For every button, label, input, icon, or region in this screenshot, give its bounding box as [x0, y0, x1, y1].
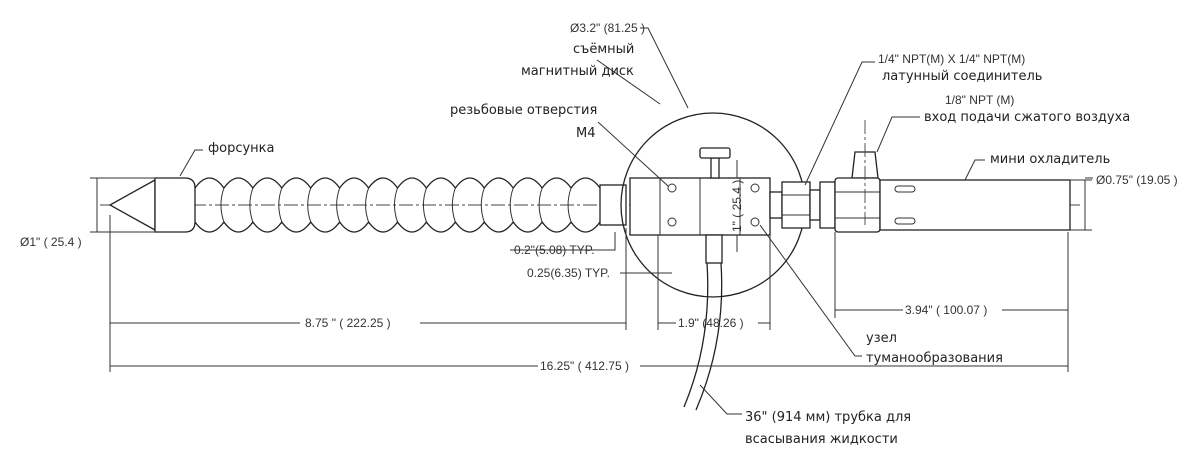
- hose-segment-joint: [451, 187, 456, 223]
- hose-segment-joint: [249, 187, 254, 223]
- hose-segment-joint: [278, 187, 283, 223]
- dimension-lines: [90, 160, 1092, 372]
- label-nozzle: форсунка: [208, 141, 274, 156]
- suction-tube: [683, 234, 723, 411]
- hose-segment-joint: [509, 187, 514, 223]
- dim-hole-offset-2: 0.25(6.35) TYP.: [527, 266, 610, 280]
- label-air-line2: вход подачи сжатого воздуха: [924, 110, 1130, 125]
- dim-cooler-length: 3.94" ( 100.07 ): [905, 303, 987, 317]
- label-tube-line2: всасывания жидкости: [745, 432, 898, 447]
- label-mist-line1: узел: [866, 331, 897, 346]
- label-disk-line1: съёмный: [573, 42, 634, 57]
- label-disk-diameter: Ø3.2" (81.25 ): [570, 21, 645, 35]
- hose-segment-joint: [307, 187, 312, 223]
- hose-segment-joint: [538, 187, 543, 223]
- dim-hose-length: 8.75 " ( 222.25 ): [305, 316, 391, 330]
- label-air-line1: 1/8" NPT (M): [945, 93, 1014, 107]
- dim-overall-length: 16.25" ( 412.75 ): [540, 359, 629, 373]
- mini-cooler: [879, 179, 1071, 231]
- hose-segment-outline: [194, 220, 601, 233]
- label-connector-line2: латунный соединитель: [882, 69, 1042, 84]
- hose-segment-joint: [567, 187, 572, 223]
- dim-cooler-diameter: Ø0.75" (19.05 ): [1096, 173, 1178, 187]
- hose-segment-joint: [365, 187, 370, 223]
- hose-segment-joint: [394, 187, 398, 223]
- hose-segment-joint: [220, 187, 225, 223]
- label-tube-line1: 36" (914 мм) трубка для: [745, 410, 911, 425]
- brass-connector: [769, 181, 836, 229]
- mist-block: [629, 147, 771, 236]
- dim-block-height: 1" ( 25.4 ): [730, 180, 744, 232]
- label-cooler: мини охладитель: [990, 152, 1110, 167]
- air-inlet-fitting: [834, 120, 881, 233]
- hose-segment-joint: [422, 187, 427, 223]
- dim-block-width: 1.9" (48.26 ): [678, 316, 744, 330]
- label-holes-line1: резьбовые отверстия: [450, 103, 597, 118]
- label-holes-line2: M4: [576, 126, 596, 141]
- dim-hole-offset-1: 0.2"(5.08) TYP.: [514, 243, 595, 257]
- label-mist-line2: туманообразования: [866, 351, 1003, 366]
- segmented-hose: [194, 177, 601, 233]
- dim-nozzle-diameter: Ø1" ( 25.4 ): [20, 235, 82, 249]
- leader-lines: [179, 27, 1093, 415]
- hose-segment-joint: [480, 187, 485, 223]
- adjust-knob: [699, 147, 731, 159]
- hose-segment-joint: [336, 187, 341, 223]
- nozzle: [108, 177, 196, 233]
- hose-segment-outline: [194, 177, 601, 190]
- label-disk-line2: магнитный диск: [521, 64, 634, 79]
- label-connector-line1: 1/4" NPT(M) X 1/4" NPT(M): [878, 52, 1025, 66]
